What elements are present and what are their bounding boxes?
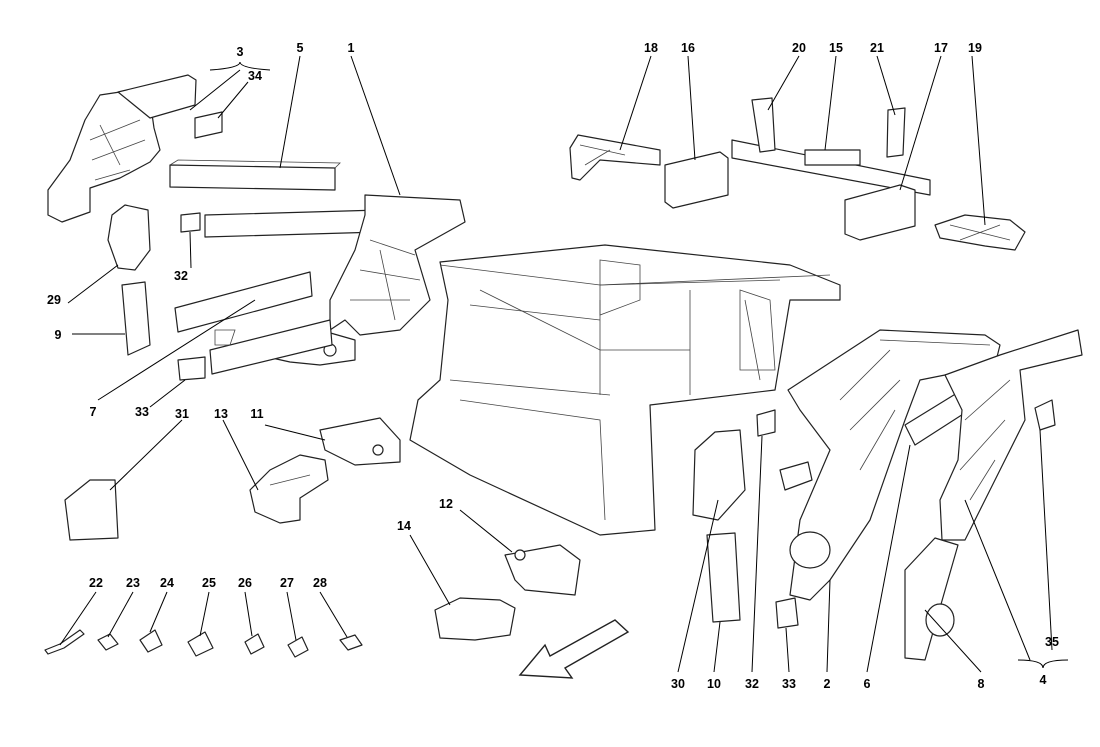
- part-24-bushing: [139, 629, 163, 653]
- part-8-tube: [904, 537, 959, 661]
- part-27-rivet: [287, 636, 309, 658]
- part-16-box-member: [664, 151, 729, 209]
- part-35-gusset: [1034, 399, 1056, 431]
- part-32-small-spacer-left: [180, 212, 201, 233]
- part-34-gusset: [194, 111, 223, 139]
- part-13-bracket: [249, 454, 329, 524]
- callout-22: 22: [89, 576, 103, 590]
- part-30-mount: [692, 429, 746, 521]
- callout-20: 20: [792, 41, 806, 55]
- part-31-panel: [64, 479, 119, 541]
- part-10-tube: [706, 532, 741, 623]
- part-33-small-block-right: [775, 597, 799, 629]
- callout-26: 26: [238, 576, 252, 590]
- part-4-rear-frame-right: [939, 329, 1083, 541]
- callout-30: 30: [671, 677, 685, 691]
- part-11-mount-plate: [319, 417, 401, 466]
- callout-33-left: 33: [135, 405, 149, 419]
- callout-29: 29: [47, 293, 61, 307]
- callout-28: 28: [313, 576, 327, 590]
- callout-25: 25: [202, 576, 216, 590]
- part-12-mount-plate: [504, 544, 581, 596]
- callout-21: 21: [870, 41, 884, 55]
- part-28-screw: [339, 634, 363, 651]
- callout-35: 35: [1045, 635, 1059, 649]
- callout-34: 34: [248, 69, 262, 83]
- part-3-front-side-frame: [47, 74, 197, 223]
- callout-1: 1: [348, 41, 355, 55]
- part-2-rear-side-frame: [779, 329, 1001, 601]
- callout-2: 2: [824, 677, 831, 691]
- callout-5: 5: [297, 41, 304, 55]
- part-9-tube: [121, 281, 151, 356]
- part-26-rivet: [244, 633, 265, 655]
- part-14-bracket: [434, 597, 516, 641]
- callout-8: 8: [978, 677, 985, 691]
- part-18-bracket: [569, 134, 661, 181]
- callout-23: 23: [126, 576, 140, 590]
- callout-13: 13: [214, 407, 228, 421]
- part-19-subframe: [934, 214, 1026, 251]
- arrow-front-icon: [518, 619, 630, 679]
- part-25-bushing: [187, 631, 214, 657]
- callout-labels: 3 34 5 1 32 29 9 7 33 31 13 11 12 14 22 …: [47, 41, 1059, 691]
- part-32-small-spacer-right: [756, 409, 776, 437]
- part-29-mount: [107, 204, 151, 271]
- callout-4: 4: [1040, 673, 1047, 687]
- callout-27: 27: [280, 576, 294, 590]
- part-20-support: [751, 97, 776, 153]
- callout-19: 19: [968, 41, 982, 55]
- leader-lines: [59, 55, 1069, 673]
- callout-31: 31: [175, 407, 189, 421]
- callout-24: 24: [160, 576, 174, 590]
- part-22-bolt: [44, 629, 85, 655]
- central-chassis-frame: [409, 244, 841, 536]
- callout-7: 7: [90, 405, 97, 419]
- part-33-small-block-left: [177, 356, 206, 381]
- part-23-nut: [97, 633, 119, 651]
- callout-14: 14: [397, 519, 411, 533]
- part-15-rear-crossmember: [731, 139, 931, 196]
- callout-16: 16: [681, 41, 695, 55]
- part-1-front-frame: [204, 194, 466, 366]
- part-7-longitudinal: [174, 271, 333, 375]
- callout-18: 18: [644, 41, 658, 55]
- callout-32-right: 32: [745, 677, 759, 691]
- callout-9: 9: [55, 328, 62, 342]
- callout-32-left: 32: [174, 269, 188, 283]
- callout-10: 10: [707, 677, 721, 691]
- callout-17: 17: [934, 41, 948, 55]
- part-17-box-member: [844, 184, 916, 241]
- callout-33-right: 33: [782, 677, 796, 691]
- part-21-support: [886, 107, 906, 158]
- callout-15: 15: [829, 41, 843, 55]
- callout-12: 12: [439, 497, 453, 511]
- callout-3: 3: [237, 45, 244, 59]
- callout-6: 6: [864, 677, 871, 691]
- part-5-crossmember: [169, 159, 341, 191]
- fasteners-group: [44, 629, 363, 658]
- callout-11: 11: [250, 407, 263, 421]
